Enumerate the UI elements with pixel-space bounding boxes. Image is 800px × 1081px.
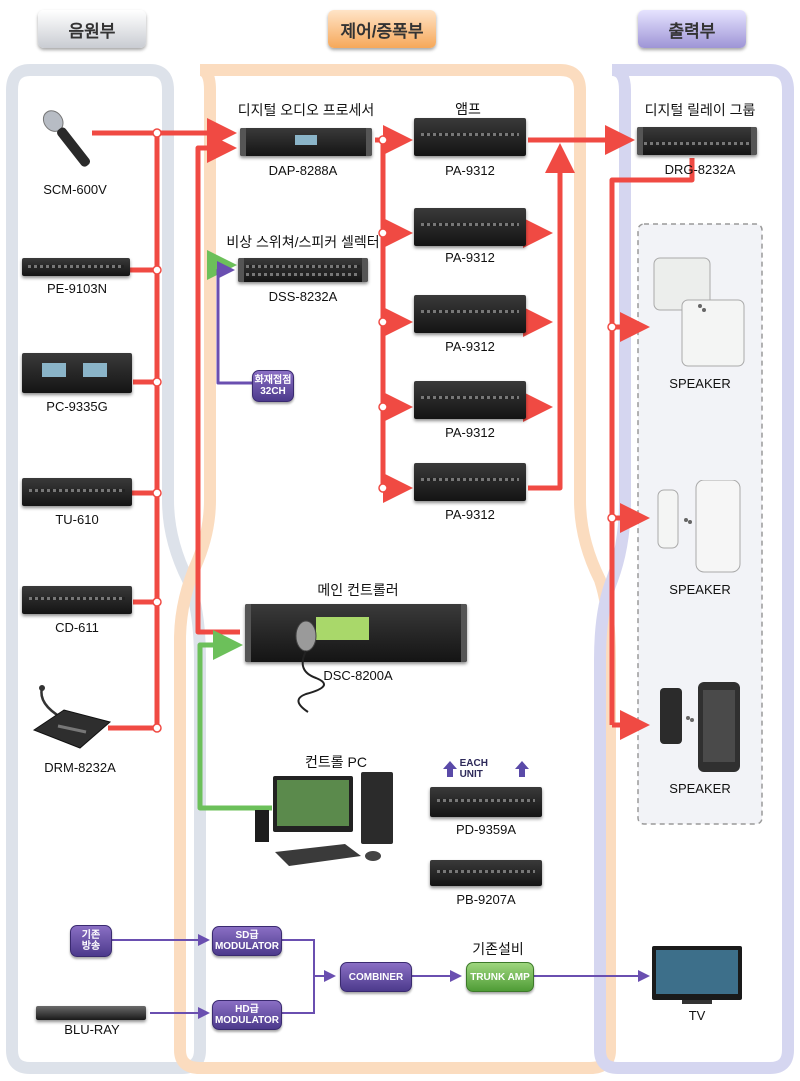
bluray-label: BLU-RAY [64,1022,120,1037]
control-panel [174,64,616,1074]
power-supply-device [430,860,542,886]
combiner-box: COMBINER [340,962,412,992]
each-unit-label: EACH UNIT [459,758,488,780]
source-label-scm600v: SCM-600V [43,182,107,197]
tv-label: TV [688,1008,706,1023]
power-unit-label: PD-9359A [456,822,516,837]
cabinet-speaker-icon [660,682,740,772]
up-arrow-icon [443,761,457,777]
amp-label: PA-9312 [445,250,495,265]
relay-label: DRG-8232A [664,162,736,177]
main-controller-label: DSC-8200A [323,668,393,683]
bluray-player-device [36,1006,146,1020]
amplifier-device [414,295,526,333]
amplifier-device [414,463,526,501]
amp-title: 앰프 [455,101,481,117]
source-label-tu610: TU-610 [55,512,99,527]
each-unit-banner: EACH UNIT [443,758,529,780]
amp-label: PA-9312 [445,163,495,178]
existing-broadcast-badge: 기존 방송 [70,925,112,957]
amp-label: PA-9312 [445,425,495,440]
sd-modulator-box: SD급 MODULATOR [212,926,282,956]
power-distributor-device [430,787,542,817]
rack-unit-icon [22,478,132,506]
existing-equipment-title: 기존설비 [472,941,524,957]
control-section-header: 제어/증폭부 [328,10,436,48]
fire-contact-badge: 화재접점 32CH [252,370,294,402]
output-panel [594,64,794,1074]
column-speaker-icon [657,480,741,573]
up-arrow-icon [515,761,529,777]
source-label-pe9103n: PE-9103N [47,281,107,296]
speaker-label: SPEAKER [669,376,731,391]
rack-unit-icon [22,353,132,393]
speaker-label: SPEAKER [669,582,731,597]
selector-label: DSS-8232A [268,289,338,304]
handset-microphone-icon [295,620,325,713]
control-pc-title: 컨트롤 PC [305,754,367,770]
hd-modulator-box: HD급 MODULATOR [212,1000,282,1030]
source-section-header: 음원부 [38,10,146,48]
power-unit-label: PB-9207A [456,892,516,907]
tv-icon [652,946,742,1004]
main-controller-device [245,604,467,662]
selector-title: 비상 스위쳐/스피커 셀렉터 [226,234,380,250]
main-controller-title: 메인 컨트롤러 [317,582,399,598]
audio-processor-device [240,128,372,156]
speaker-label: SPEAKER [669,781,731,796]
processor-label: DAP-8288A [268,163,338,178]
microphone-icon [42,110,91,167]
source-label-drm8232a: DRM-8232A [44,760,116,775]
amplifier-device [414,118,526,156]
desk-microphone-icon [32,685,112,749]
relay-title: 디지털 릴레이 그룹 [644,102,756,118]
processor-title: 디지털 오디오 프로세서 [237,102,375,118]
output-section-header: 출력부 [638,10,746,48]
amp-label: PA-9312 [445,339,495,354]
control-pc-icon [255,772,393,866]
amp-label: PA-9312 [445,507,495,522]
amplifier-device [414,381,526,419]
speaker-selector-device [238,258,368,282]
rack-unit-icon [22,586,132,614]
source-label-pc9335g: PC-9335G [46,399,108,414]
trunk-amp-box: TRUNK AMP [466,962,534,992]
rack-unit-icon [22,258,130,276]
amplifier-device [414,208,526,246]
source-label-cd611: CD-611 [55,620,99,635]
relay-device [637,127,757,155]
wall-speaker-icon [653,257,745,367]
